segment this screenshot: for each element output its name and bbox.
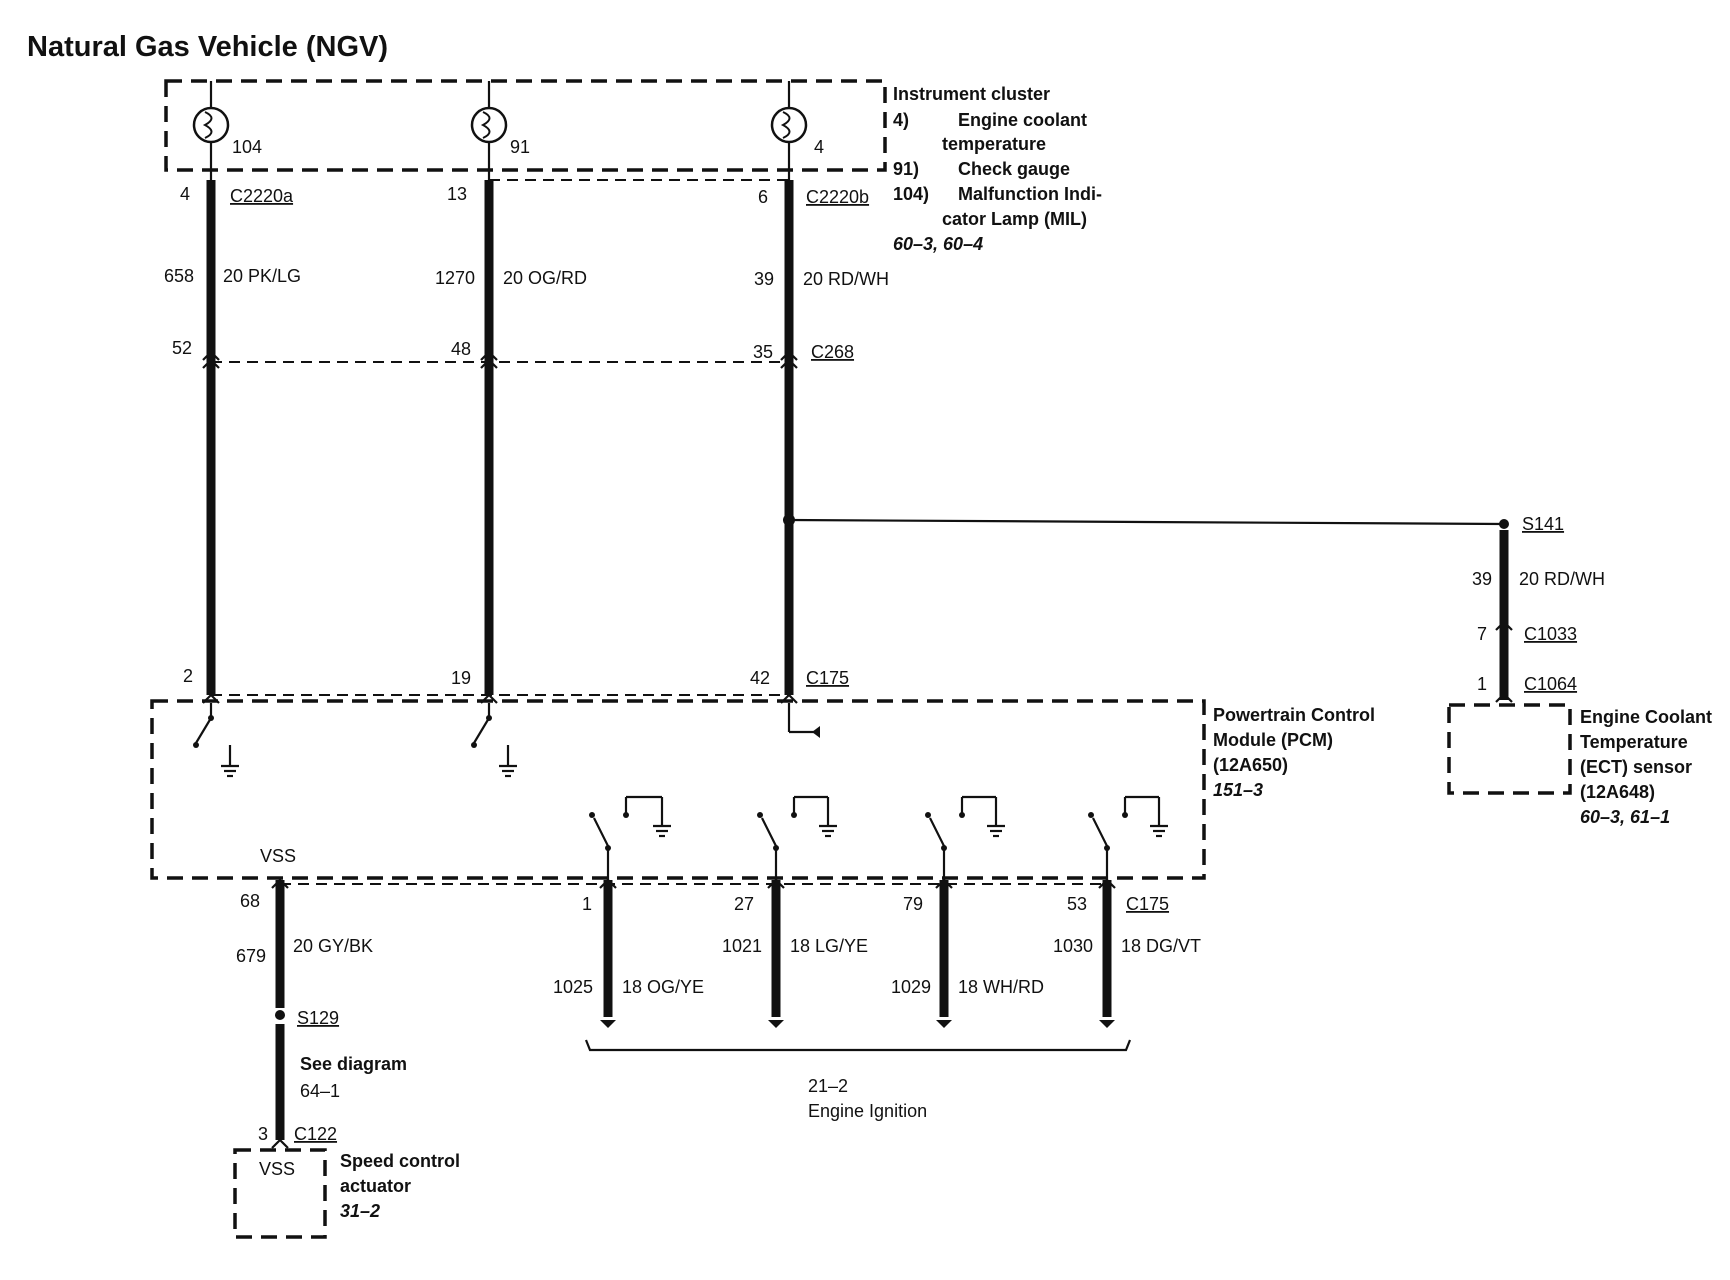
pcm-label-3: (12A650) — [1213, 755, 1288, 775]
splice-wire-s141 — [788, 518, 1505, 526]
splice-s129: S129 — [297, 1008, 339, 1028]
ect-label-4: (12A648) — [1580, 782, 1655, 802]
pcm-switch-ign-1-icon — [589, 795, 671, 880]
wire-color-1021: 18 LG/YE — [790, 936, 868, 956]
engine-ignition-bracket — [584, 1039, 1132, 1052]
pcm-label-1: Powertrain Control — [1213, 705, 1375, 725]
pcm-switch-ign-2-icon — [757, 795, 837, 880]
circuit-1030: 1030 — [1053, 936, 1093, 956]
see-diagram-label: See diagram — [300, 1054, 407, 1074]
legend-text-engine-coolant: Engine coolant — [958, 110, 1087, 130]
wire-color-1029: 18 WH/RD — [958, 977, 1044, 997]
pin-c122-3: 3 — [258, 1124, 268, 1144]
wire-color-1270: 20 OG/RD — [503, 268, 587, 288]
legend-text-mil-1: Malfunction Indi- — [958, 184, 1102, 204]
pin-c2220a-4: 4 — [180, 184, 190, 204]
ect-label-3: (ECT) sensor — [1580, 757, 1692, 777]
circuit-1021: 1021 — [722, 936, 762, 956]
pin-c175-68: 68 — [240, 891, 260, 911]
pin-c175-53: 53 — [1067, 894, 1087, 914]
legend-num-104: 104) — [893, 184, 929, 204]
pin-c268-35: 35 — [753, 342, 773, 362]
pcm-switch-ign-4-icon — [1088, 795, 1168, 880]
circuit-679: 679 — [236, 946, 266, 966]
connector-c175-bottom: C175 — [1126, 894, 1169, 914]
pcm-switch-ign-3-icon — [925, 795, 1005, 880]
circuit-658: 658 — [164, 266, 194, 286]
connector-c1033: C1033 — [1524, 624, 1577, 644]
pin-c268-52: 52 — [172, 338, 192, 358]
speed-control-vss-label: VSS — [259, 1159, 295, 1179]
pin-c175-42: 42 — [750, 668, 770, 688]
ect-label-1: Engine Coolant — [1580, 707, 1712, 727]
speed-control-actuator-box — [233, 1148, 327, 1239]
coolant-temp-lamp-icon — [770, 106, 808, 144]
connector-c175-top: C175 — [806, 668, 849, 688]
connector-c268: C268 — [811, 342, 854, 362]
lamp-label-4: 4 — [814, 137, 824, 157]
circuit-39-ect: 39 — [1472, 569, 1492, 589]
circuit-39: 39 — [754, 269, 774, 289]
wire-color-1025: 18 OG/YE — [622, 977, 704, 997]
splice-s141-dot — [1499, 519, 1509, 529]
pcm-switch-658-icon — [193, 703, 239, 778]
legend-num-4: 4) — [893, 110, 909, 130]
page-title: Natural Gas Vehicle (NGV) — [27, 31, 388, 63]
pin-c175-79: 79 — [903, 894, 923, 914]
ect-sensor-box — [1447, 703, 1572, 795]
speed-control-label-2: actuator — [340, 1176, 411, 1196]
pin-c175-27: 27 — [734, 894, 754, 914]
splice-s141: S141 — [1522, 514, 1564, 534]
pin-c268-48: 48 — [451, 339, 471, 359]
ect-label-2: Temperature — [1580, 732, 1688, 752]
engine-ignition-label: Engine Ignition — [808, 1101, 927, 1121]
pin-c175-2: 2 — [183, 666, 193, 686]
splice-s129-dot — [275, 1010, 285, 1020]
legend-num-91: 91) — [893, 159, 919, 179]
wire-color-39: 20 RD/WH — [803, 269, 889, 289]
pin-c1064-1: 1 — [1477, 674, 1487, 694]
see-diagram-ref: 64–1 — [300, 1081, 340, 1101]
lamp-label-91: 91 — [510, 137, 530, 157]
pin-c175-19: 19 — [451, 668, 471, 688]
pin-c2220a-13: 13 — [447, 184, 467, 204]
circuit-1029: 1029 — [891, 977, 931, 997]
wire-color-679: 20 GY/BK — [293, 936, 373, 956]
connector-c2220b: C2220b — [806, 187, 869, 207]
pcm-refs: 151–3 — [1213, 780, 1263, 800]
pin-c175-1: 1 — [582, 894, 592, 914]
legend-text-temperature: temperature — [942, 134, 1046, 154]
circuit-1025: 1025 — [553, 977, 593, 997]
pcm-box — [150, 699, 1206, 880]
mil-lamp-icon — [192, 106, 230, 144]
legend-text-check-gauge: Check gauge — [958, 159, 1070, 179]
instrument-cluster-box — [164, 79, 887, 172]
connector-c122: C122 — [294, 1124, 337, 1144]
circuit-1270: 1270 — [435, 268, 475, 288]
pcm-vss-label: VSS — [260, 846, 296, 866]
legend-text-mil-2: cator Lamp (MIL) — [942, 209, 1087, 229]
check-gauge-lamp-icon — [470, 106, 508, 144]
pcm-switch-1270-icon — [471, 703, 517, 778]
ect-refs: 60–3, 61–1 — [1580, 807, 1670, 827]
speed-control-refs: 31–2 — [340, 1201, 380, 1221]
wire-color-1030: 18 DG/VT — [1121, 936, 1201, 956]
connector-c2220a: C2220a — [230, 186, 294, 206]
instrument-cluster-label: Instrument cluster — [893, 84, 1050, 104]
speed-control-label-1: Speed control — [340, 1151, 460, 1171]
pin-c1033-7: 7 — [1477, 624, 1487, 644]
lamp-label-104: 104 — [232, 137, 262, 157]
pcm-input-39-icon — [787, 703, 820, 738]
wire-color-39-ect: 20 RD/WH — [1519, 569, 1605, 589]
connector-c1064: C1064 — [1524, 674, 1577, 694]
wire-color-658: 20 PK/LG — [223, 266, 301, 286]
instrument-cluster-refs: 60–3, 60–4 — [893, 234, 983, 254]
pin-c2220b-6: 6 — [758, 187, 768, 207]
pcm-label-2: Module (PCM) — [1213, 730, 1333, 750]
engine-ignition-ref: 21–2 — [808, 1076, 848, 1096]
